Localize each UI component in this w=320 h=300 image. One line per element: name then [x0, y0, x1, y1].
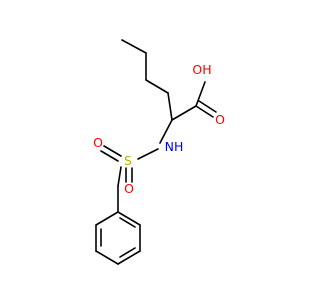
ring-bond-1 [117, 211, 141, 226]
bond-c1-c2 [121, 39, 147, 54]
atom-label-o-sulfonyl-left: O [93, 135, 103, 150]
bond-s-ch2 [117, 166, 122, 187]
bond-ccarboxyl-o-double-2 [198, 100, 217, 113]
bond-s-o-left-a [103, 145, 122, 157]
atom-label-s: S [124, 153, 132, 168]
atom-label-o-sulfonyl-bottom: O [124, 181, 134, 196]
bond-nh-s [137, 148, 159, 160]
molecule-svg: OH O NH S O O [93, 39, 225, 265]
ring-inner-2 [119, 247, 136, 258]
bond-ccarboxyl-oh [195, 81, 206, 107]
bond-c4-calpha [167, 92, 173, 121]
ring-bond-4 [95, 250, 119, 265]
bond-s-o-left-b [100, 150, 119, 162]
bond-ccarboxyl-o-double-1 [195, 105, 214, 118]
bond-calpha-nh [159, 119, 173, 144]
atom-label-oh: OH [192, 62, 211, 77]
bond-calpha-ccarboxyl [171, 105, 197, 121]
atom-label-o-carbonyl: O [215, 112, 225, 127]
structure-diagram: OH O NH S O O [93, 39, 225, 265]
ring-inner-1 [119, 217, 136, 228]
ring-bond-3 [117, 250, 141, 265]
bond-c3-c4 [145, 79, 169, 94]
ring-bond-6 [95, 211, 119, 226]
atom-label-nh: NH [165, 139, 184, 154]
